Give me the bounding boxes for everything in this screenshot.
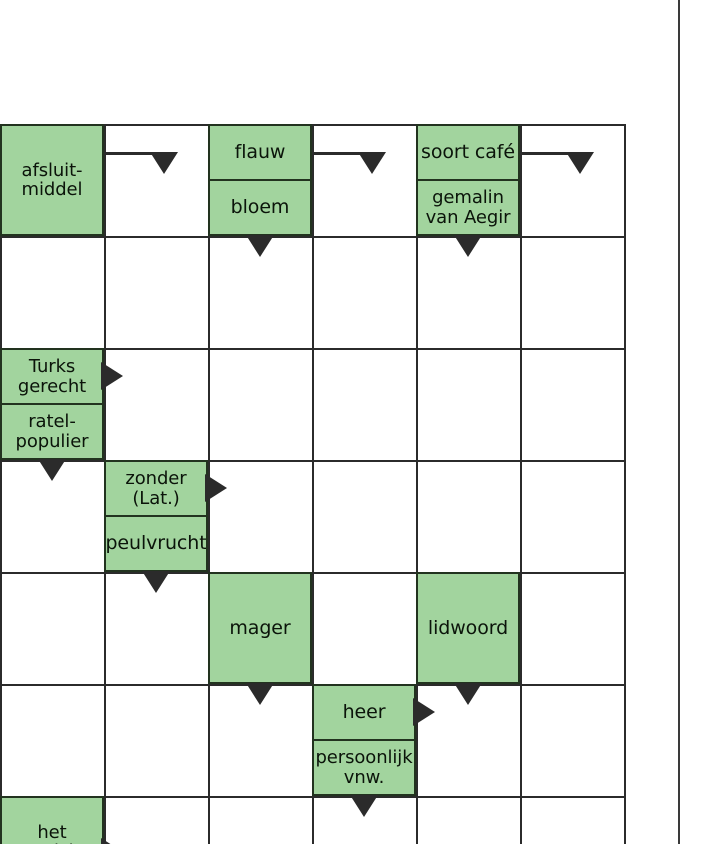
arrow-down-icon	[38, 459, 66, 481]
clue-cell[interactable]: heer persoonlijk vnw.	[312, 684, 416, 796]
clue-text: flauw	[234, 141, 286, 164]
clue-text: heer	[342, 701, 386, 724]
grid-line-vertical	[0, 124, 2, 844]
grid-line-horizontal	[0, 236, 624, 238]
grid-line-horizontal	[0, 796, 624, 798]
clue-text: Turks gerecht	[17, 356, 87, 397]
clue-text: persoonlijk vnw.	[314, 739, 414, 794]
arrow-down-icon	[358, 152, 386, 174]
grid-line-vertical	[624, 124, 626, 844]
clue-text: afsluit- middel	[21, 159, 83, 200]
arrow-down-icon	[246, 235, 274, 257]
grid-line-vertical	[312, 124, 314, 844]
clue-cell[interactable]: flauw bloem	[208, 124, 312, 236]
clue-text: het gewicht bepalen	[17, 822, 87, 844]
grid-line-horizontal	[0, 124, 624, 126]
arrow-down-icon	[150, 152, 178, 174]
clue-text: zonder (Lat.)	[125, 468, 187, 509]
arrow-down-icon	[142, 571, 170, 593]
grid-line-vertical	[416, 124, 418, 844]
arrow-down-icon	[454, 235, 482, 257]
clue-cell[interactable]: lidwoord	[416, 572, 520, 684]
arrow-down-icon	[350, 795, 378, 817]
arrow-lead-line	[314, 152, 378, 155]
arrow-right-icon	[101, 838, 123, 844]
clue-cell[interactable]: het gewicht bepalen	[0, 796, 104, 844]
grid-line-vertical	[520, 124, 522, 844]
clue-cell[interactable]: Turks gerecht ratel- populier	[0, 348, 104, 460]
grid-line-horizontal	[0, 572, 624, 574]
clue-text: mager	[229, 616, 291, 639]
page-margin-rule	[678, 0, 680, 844]
arrow-right-icon	[413, 698, 435, 726]
arrow-down-icon	[454, 683, 482, 705]
arrow-down-icon	[566, 152, 594, 174]
clue-text: lidwoord	[427, 616, 509, 639]
clue-cell[interactable]: zonder (Lat.) peulvrucht	[104, 460, 208, 572]
clue-text: bloem	[210, 179, 310, 234]
arrow-down-icon	[246, 683, 274, 705]
clue-text: ratel- populier	[2, 403, 102, 458]
arrow-right-icon	[101, 362, 123, 390]
clue-cell[interactable]: soort café gemalin van Aegir	[416, 124, 520, 236]
clue-cell[interactable]: mager	[208, 572, 312, 684]
grid-line-horizontal	[0, 460, 624, 462]
clue-text: peulvrucht	[106, 515, 206, 570]
grid-line-horizontal	[0, 348, 624, 350]
arrow-lead-line	[106, 152, 170, 155]
arrow-lead-line	[522, 152, 586, 155]
arrow-right-icon	[205, 474, 227, 502]
clue-cell[interactable]: afsluit- middel	[0, 124, 104, 236]
clue-text: gemalin van Aegir	[418, 179, 518, 234]
clue-text: soort café	[421, 141, 515, 164]
